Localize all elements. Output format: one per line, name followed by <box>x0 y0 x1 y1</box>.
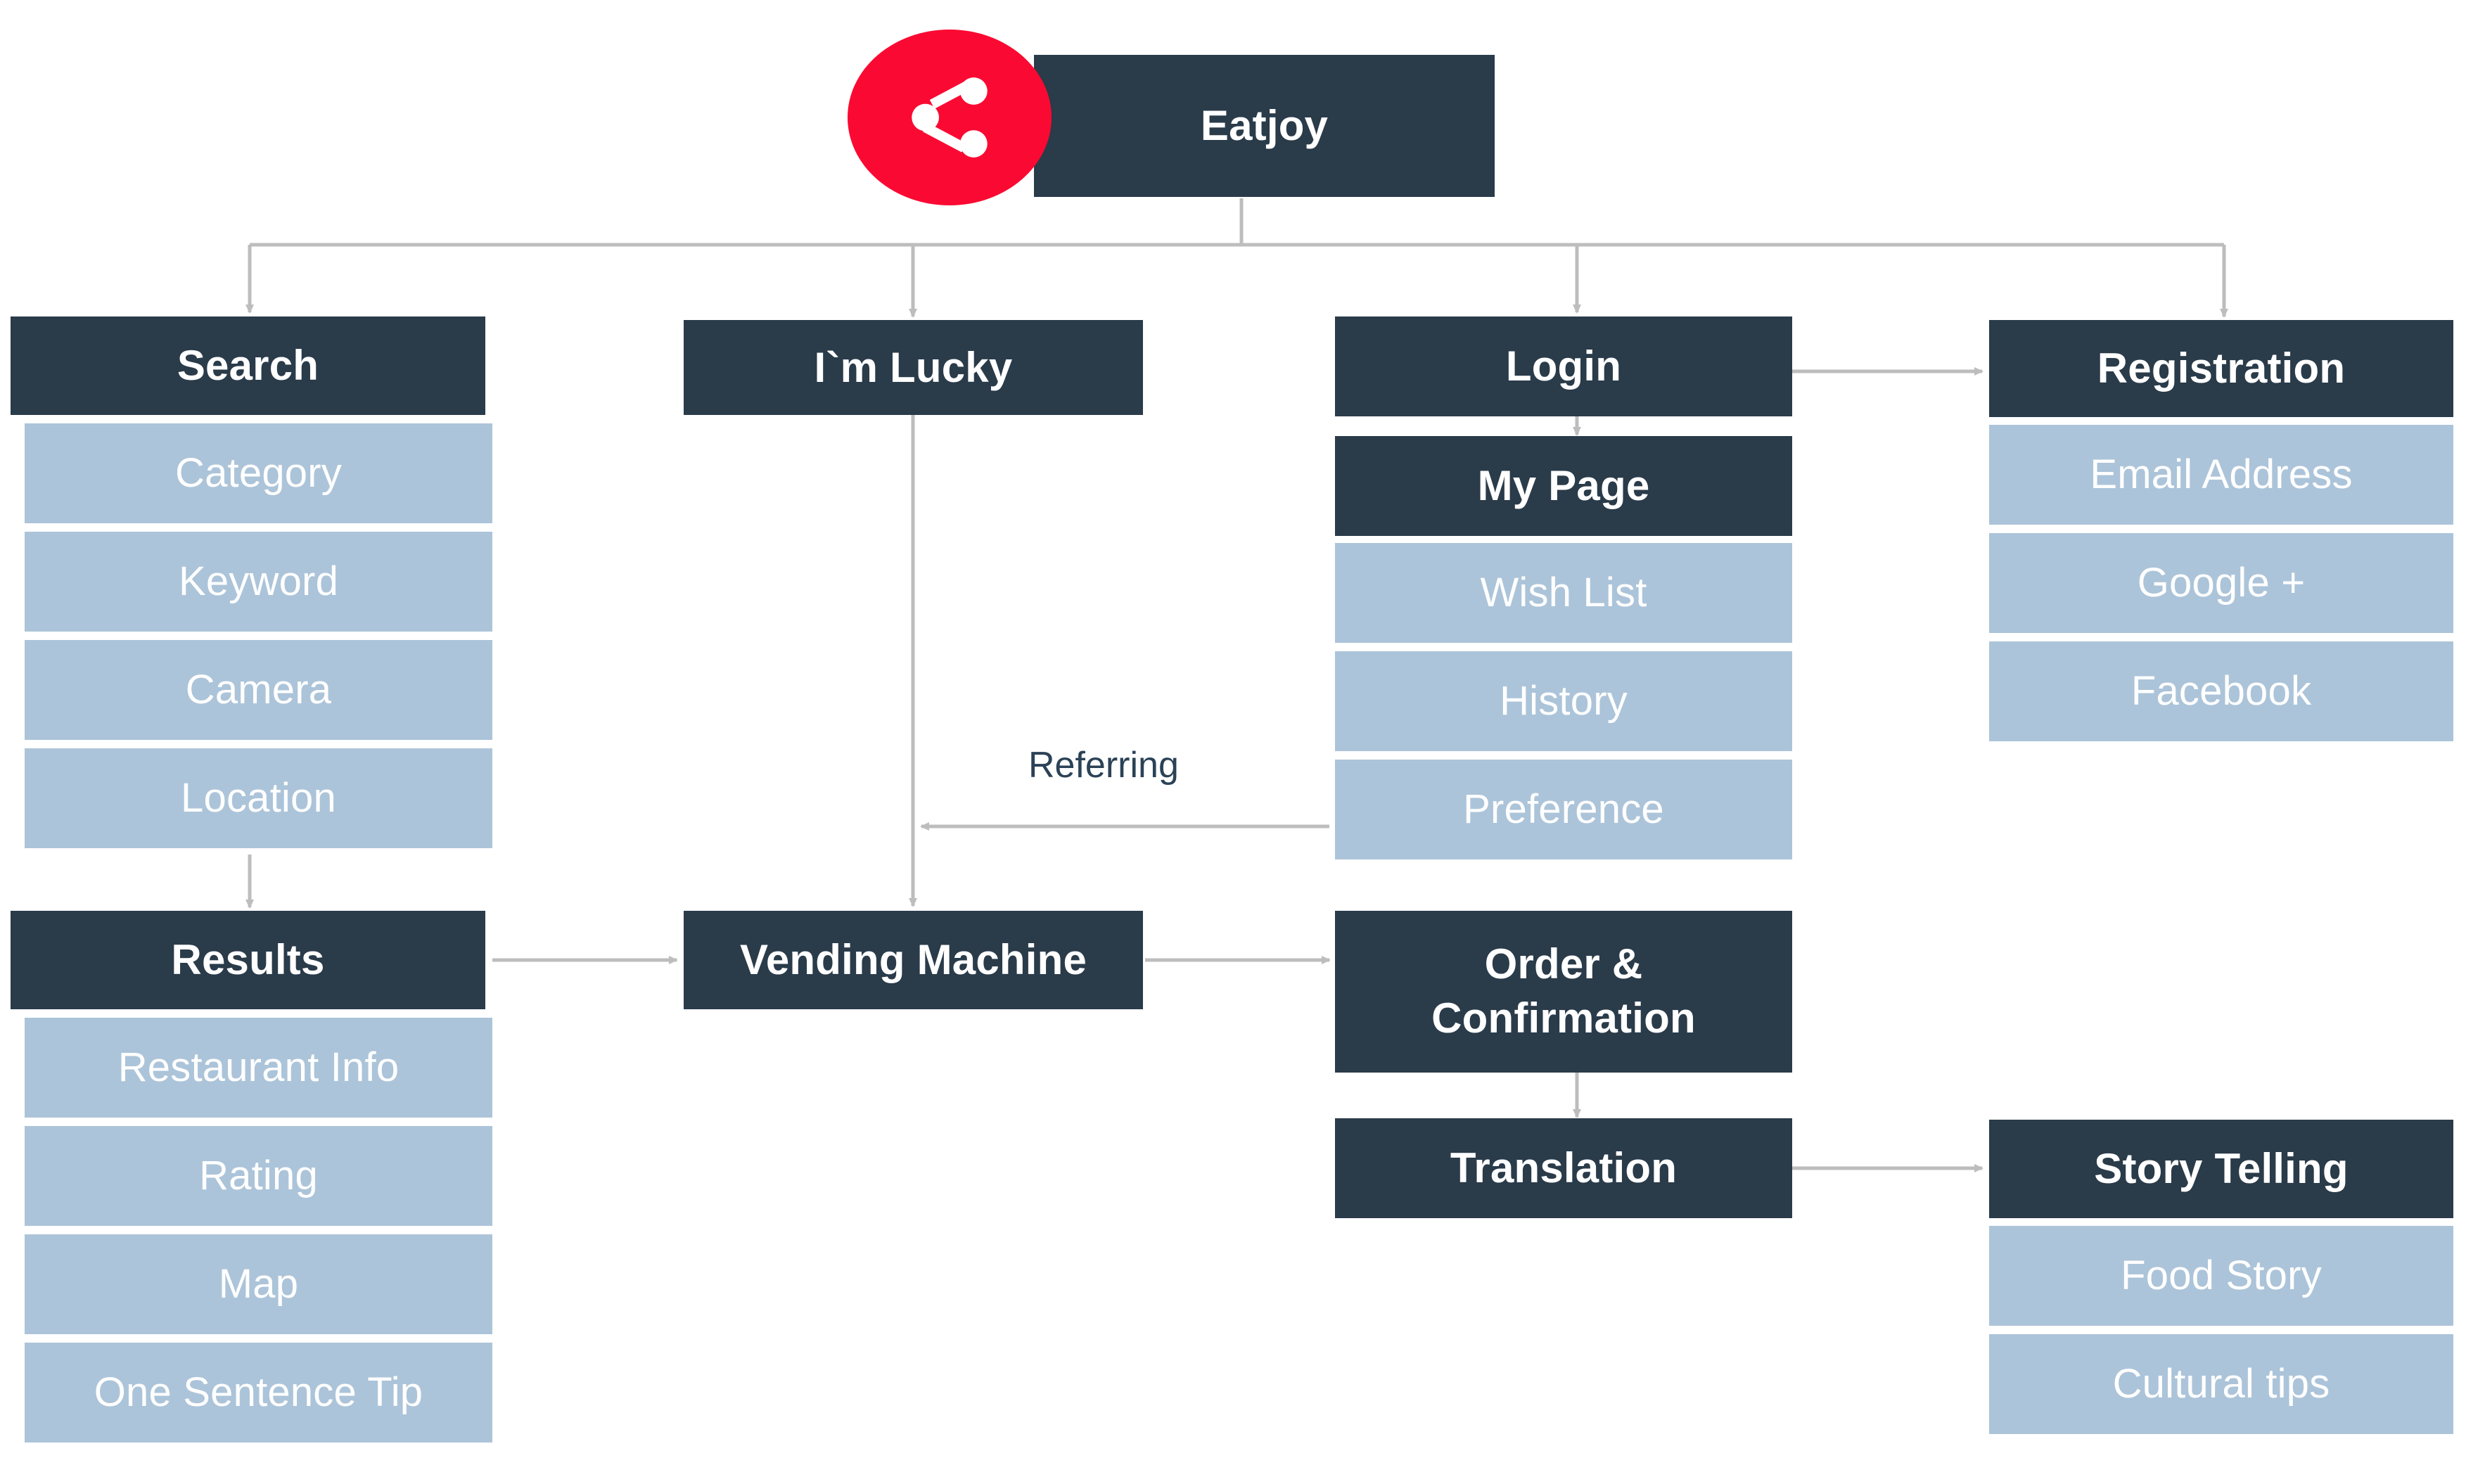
node-story-telling-child-cultural-tips[interactable]: Cultural tips <box>1989 1334 2453 1434</box>
node-registration-child-google-plus[interactable]: Google + <box>1989 533 2453 633</box>
node-root-eatjoy-label: Eatjoy <box>1200 102 1329 150</box>
node-registration[interactable]: Registration <box>1989 320 2453 417</box>
node-my-page-child-history-label: History <box>1500 677 1628 724</box>
edge-label-referring: Referring <box>1028 744 1179 786</box>
node-registration-child-email-address[interactable]: Email Address <box>1989 425 2453 525</box>
node-order-confirmation-label-line2: Confirmation <box>1431 994 1696 1042</box>
node-my-page-child-preference-label: Preference <box>1463 786 1664 832</box>
node-root-eatjoy[interactable]: Eatjoy <box>1034 55 1495 197</box>
node-results-child-one-sentence-tip-label: One Sentence Tip <box>94 1369 423 1415</box>
node-search-child-location-label: Location <box>181 774 336 821</box>
node-order-confirmation-label-line1: Order & <box>1484 940 1643 988</box>
node-registration-child-google-plus-label: Google + <box>2137 559 2306 606</box>
node-im-lucky-label: I`m Lucky <box>814 343 1013 391</box>
node-results-child-restaurant-info[interactable]: Restaurant Info <box>25 1018 492 1118</box>
node-my-page[interactable]: My Page <box>1335 436 1792 536</box>
node-story-telling-child-food-story-label: Food Story <box>2121 1252 2322 1298</box>
node-search-child-camera[interactable]: Camera <box>25 640 492 740</box>
node-search-child-keyword[interactable]: Keyword <box>25 532 492 632</box>
node-registration-child-facebook[interactable]: Facebook <box>1989 641 2453 741</box>
node-story-telling-child-cultural-tips-label: Cultural tips <box>2112 1360 2330 1407</box>
node-story-telling-child-food-story[interactable]: Food Story <box>1989 1226 2453 1326</box>
node-search-label: Search <box>177 342 319 390</box>
node-results-child-map[interactable]: Map <box>25 1234 492 1334</box>
node-results-child-map-label: Map <box>218 1260 299 1307</box>
node-vending-machine[interactable]: Vending Machine <box>684 911 1143 1009</box>
node-login-label: Login <box>1505 343 1622 390</box>
node-search-child-camera-label: Camera <box>185 666 332 712</box>
node-registration-child-email-address-label: Email Address <box>2090 451 2353 497</box>
node-results-label: Results <box>171 936 325 984</box>
node-story-telling[interactable]: Story Telling <box>1989 1120 2453 1218</box>
node-search-child-location[interactable]: Location <box>25 748 492 848</box>
node-im-lucky[interactable]: I`m Lucky <box>684 320 1143 415</box>
node-my-page-child-history[interactable]: History <box>1335 651 1792 751</box>
node-vending-machine-label: Vending Machine <box>739 936 1087 984</box>
node-order-confirmation[interactable]: Order & Confirmation <box>1335 911 1792 1073</box>
node-results[interactable]: Results <box>11 911 485 1009</box>
node-search[interactable]: Search <box>11 316 485 415</box>
node-story-telling-label: Story Telling <box>2094 1145 2349 1193</box>
node-search-child-category-label: Category <box>175 449 342 496</box>
node-my-page-child-wish-list-label: Wish List <box>1480 569 1647 615</box>
node-translation[interactable]: Translation <box>1335 1118 1792 1218</box>
node-registration-label: Registration <box>2097 345 2346 392</box>
node-my-page-child-wish-list[interactable]: Wish List <box>1335 543 1792 643</box>
node-results-child-rating[interactable]: Rating <box>25 1126 492 1226</box>
node-search-child-category[interactable]: Category <box>25 423 492 523</box>
edge-label-referring-text: Referring <box>1028 745 1179 786</box>
node-login[interactable]: Login <box>1335 316 1792 416</box>
share-icon <box>848 30 1052 205</box>
node-registration-child-facebook-label: Facebook <box>2130 667 2312 714</box>
node-my-page-child-preference[interactable]: Preference <box>1335 760 1792 859</box>
node-translation-label: Translation <box>1450 1144 1678 1192</box>
node-results-child-one-sentence-tip[interactable]: One Sentence Tip <box>25 1343 492 1443</box>
node-results-child-rating-label: Rating <box>199 1152 318 1198</box>
node-my-page-label: My Page <box>1477 462 1650 510</box>
node-search-child-keyword-label: Keyword <box>178 558 339 604</box>
node-results-child-restaurant-info-label: Restaurant Info <box>117 1044 400 1090</box>
